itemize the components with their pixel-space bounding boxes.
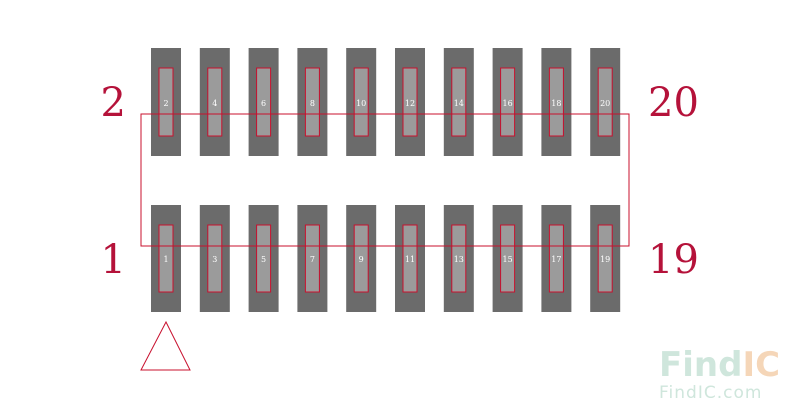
pad-19: 19: [590, 205, 621, 312]
pin1-marker-triangle: [140, 320, 191, 371]
pin-number: 16: [503, 99, 513, 108]
pin-number: 18: [551, 99, 561, 108]
pad-10: 10: [346, 48, 377, 156]
pad-14: 14: [443, 48, 474, 156]
pad-2: 2: [151, 48, 181, 156]
pad-20: 20: [590, 48, 621, 156]
pad-paste: [500, 224, 516, 293]
pin-number: 17: [551, 255, 561, 264]
pin-number: 4: [212, 99, 217, 108]
watermark-logo: FindIC: [659, 345, 780, 385]
pad-paste: [304, 224, 320, 293]
pad-4: 4: [199, 48, 230, 156]
pin-number: 10: [356, 99, 366, 108]
pad-paste: [451, 67, 467, 137]
watermark-logo-ic: IC: [742, 345, 780, 385]
pin-number: 5: [261, 255, 266, 264]
pad-paste: [597, 224, 613, 293]
pin-number: 9: [359, 255, 364, 264]
pad-paste: [207, 67, 223, 137]
pin-number: 8: [310, 99, 315, 108]
pin-number: 19: [600, 255, 610, 264]
pad-11: 11: [395, 205, 425, 312]
pad-paste: [451, 224, 467, 293]
pin-number: 1: [163, 255, 168, 264]
pin-number: 13: [454, 255, 464, 264]
pad-6: 6: [248, 48, 279, 156]
body-outline: [140, 113, 630, 247]
watermark-url: FindIC.com: [659, 383, 762, 403]
pad-paste: [353, 224, 369, 293]
pad-15: 15: [492, 205, 523, 312]
pin-number: 7: [310, 255, 315, 264]
pad-paste: [256, 67, 272, 137]
pad-paste: [304, 67, 320, 137]
pad-paste: [500, 67, 516, 137]
pad-paste: [402, 67, 418, 137]
pad-12: 12: [395, 48, 425, 156]
pad-8: 8: [297, 48, 328, 156]
pad-16: 16: [492, 48, 523, 156]
pin-number: 3: [212, 255, 217, 264]
label-pin-19: 19: [648, 237, 699, 283]
pad-1: 1: [151, 205, 181, 312]
label-pin-1: 1: [101, 237, 126, 283]
pad-paste: [548, 67, 564, 137]
pad-5: 5: [248, 205, 279, 312]
label-pin-20: 20: [648, 80, 699, 126]
pin-number: 11: [405, 255, 415, 264]
pad-paste: [158, 67, 174, 137]
pin-number: 15: [503, 255, 513, 264]
pad-paste: [158, 224, 174, 293]
pin-number: 6: [261, 99, 266, 108]
pin-number: 14: [454, 99, 464, 108]
pad-9: 9: [346, 205, 377, 312]
pad-paste: [353, 67, 369, 137]
pad-paste: [402, 224, 418, 293]
pad-13: 13: [443, 205, 474, 312]
label-pin-2: 2: [101, 80, 126, 126]
pad-paste: [597, 67, 613, 137]
pin-number: 2: [163, 99, 168, 108]
pin-number: 20: [600, 99, 610, 108]
pad-17: 17: [541, 205, 572, 312]
pad-paste: [548, 224, 564, 293]
pad-18: 18: [541, 48, 572, 156]
pad-3: 3: [199, 205, 230, 312]
pad-paste: [207, 224, 223, 293]
pad-7: 7: [297, 205, 328, 312]
pad-paste: [256, 224, 272, 293]
pin-number: 12: [405, 99, 415, 108]
watermark-logo-find: Find: [659, 345, 742, 385]
findic-watermark: FindIC FindIC.com: [659, 345, 780, 403]
